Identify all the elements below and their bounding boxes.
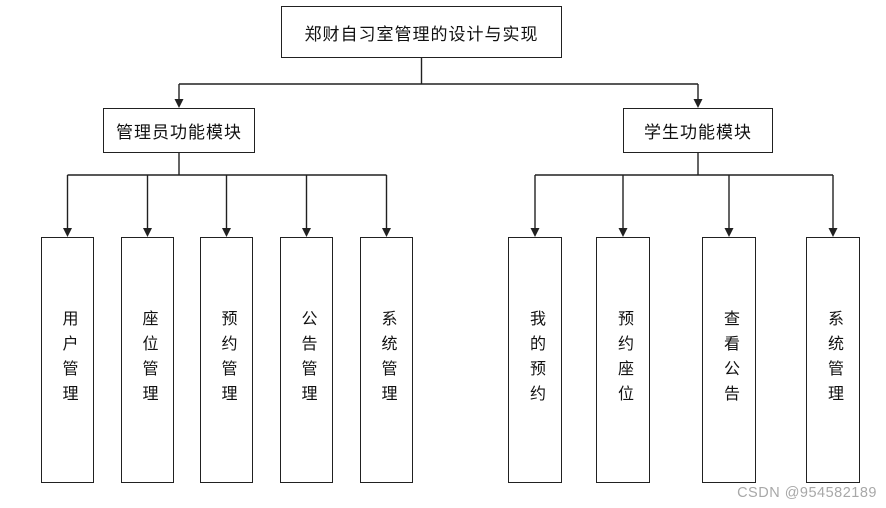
leaf-label: 查看公告 — [721, 310, 738, 410]
root-node-title: 郑财自习室管理的设计与实现 — [281, 6, 562, 58]
leaf-node-view-announcements: 查看公告 — [702, 237, 756, 483]
leaf-node-seat-management: 座位管理 — [121, 237, 174, 483]
leaf-label: 预约管理 — [218, 310, 236, 410]
leaf-label: 用户管理 — [59, 310, 77, 410]
leaf-label: 座位管理 — [139, 310, 157, 410]
leaf-node-reserve-seat: 预约座位 — [596, 237, 650, 483]
arrowhead-icons — [63, 99, 838, 237]
leaf-node-reservation-management: 预约管理 — [200, 237, 253, 483]
leaf-label: 我的预约 — [527, 310, 544, 410]
leaf-node-system-management-admin: 系统管理 — [360, 237, 413, 483]
branch-node-student: 学生功能模块 — [623, 108, 773, 153]
leaf-node-system-management-student: 系统管理 — [806, 237, 860, 483]
branch-node-admin: 管理员功能模块 — [103, 108, 255, 153]
leaf-node-my-reservations: 我的预约 — [508, 237, 562, 483]
leaf-node-announcement-management: 公告管理 — [280, 237, 333, 483]
leaf-label: 系统管理 — [378, 310, 396, 410]
csdn-watermark: CSDN @954582189 — [737, 485, 877, 501]
leaf-label: 预约座位 — [615, 310, 632, 410]
leaf-node-user-management: 用户管理 — [41, 237, 94, 483]
leaf-label: 公告管理 — [298, 310, 316, 410]
leaf-label: 系统管理 — [825, 310, 842, 410]
